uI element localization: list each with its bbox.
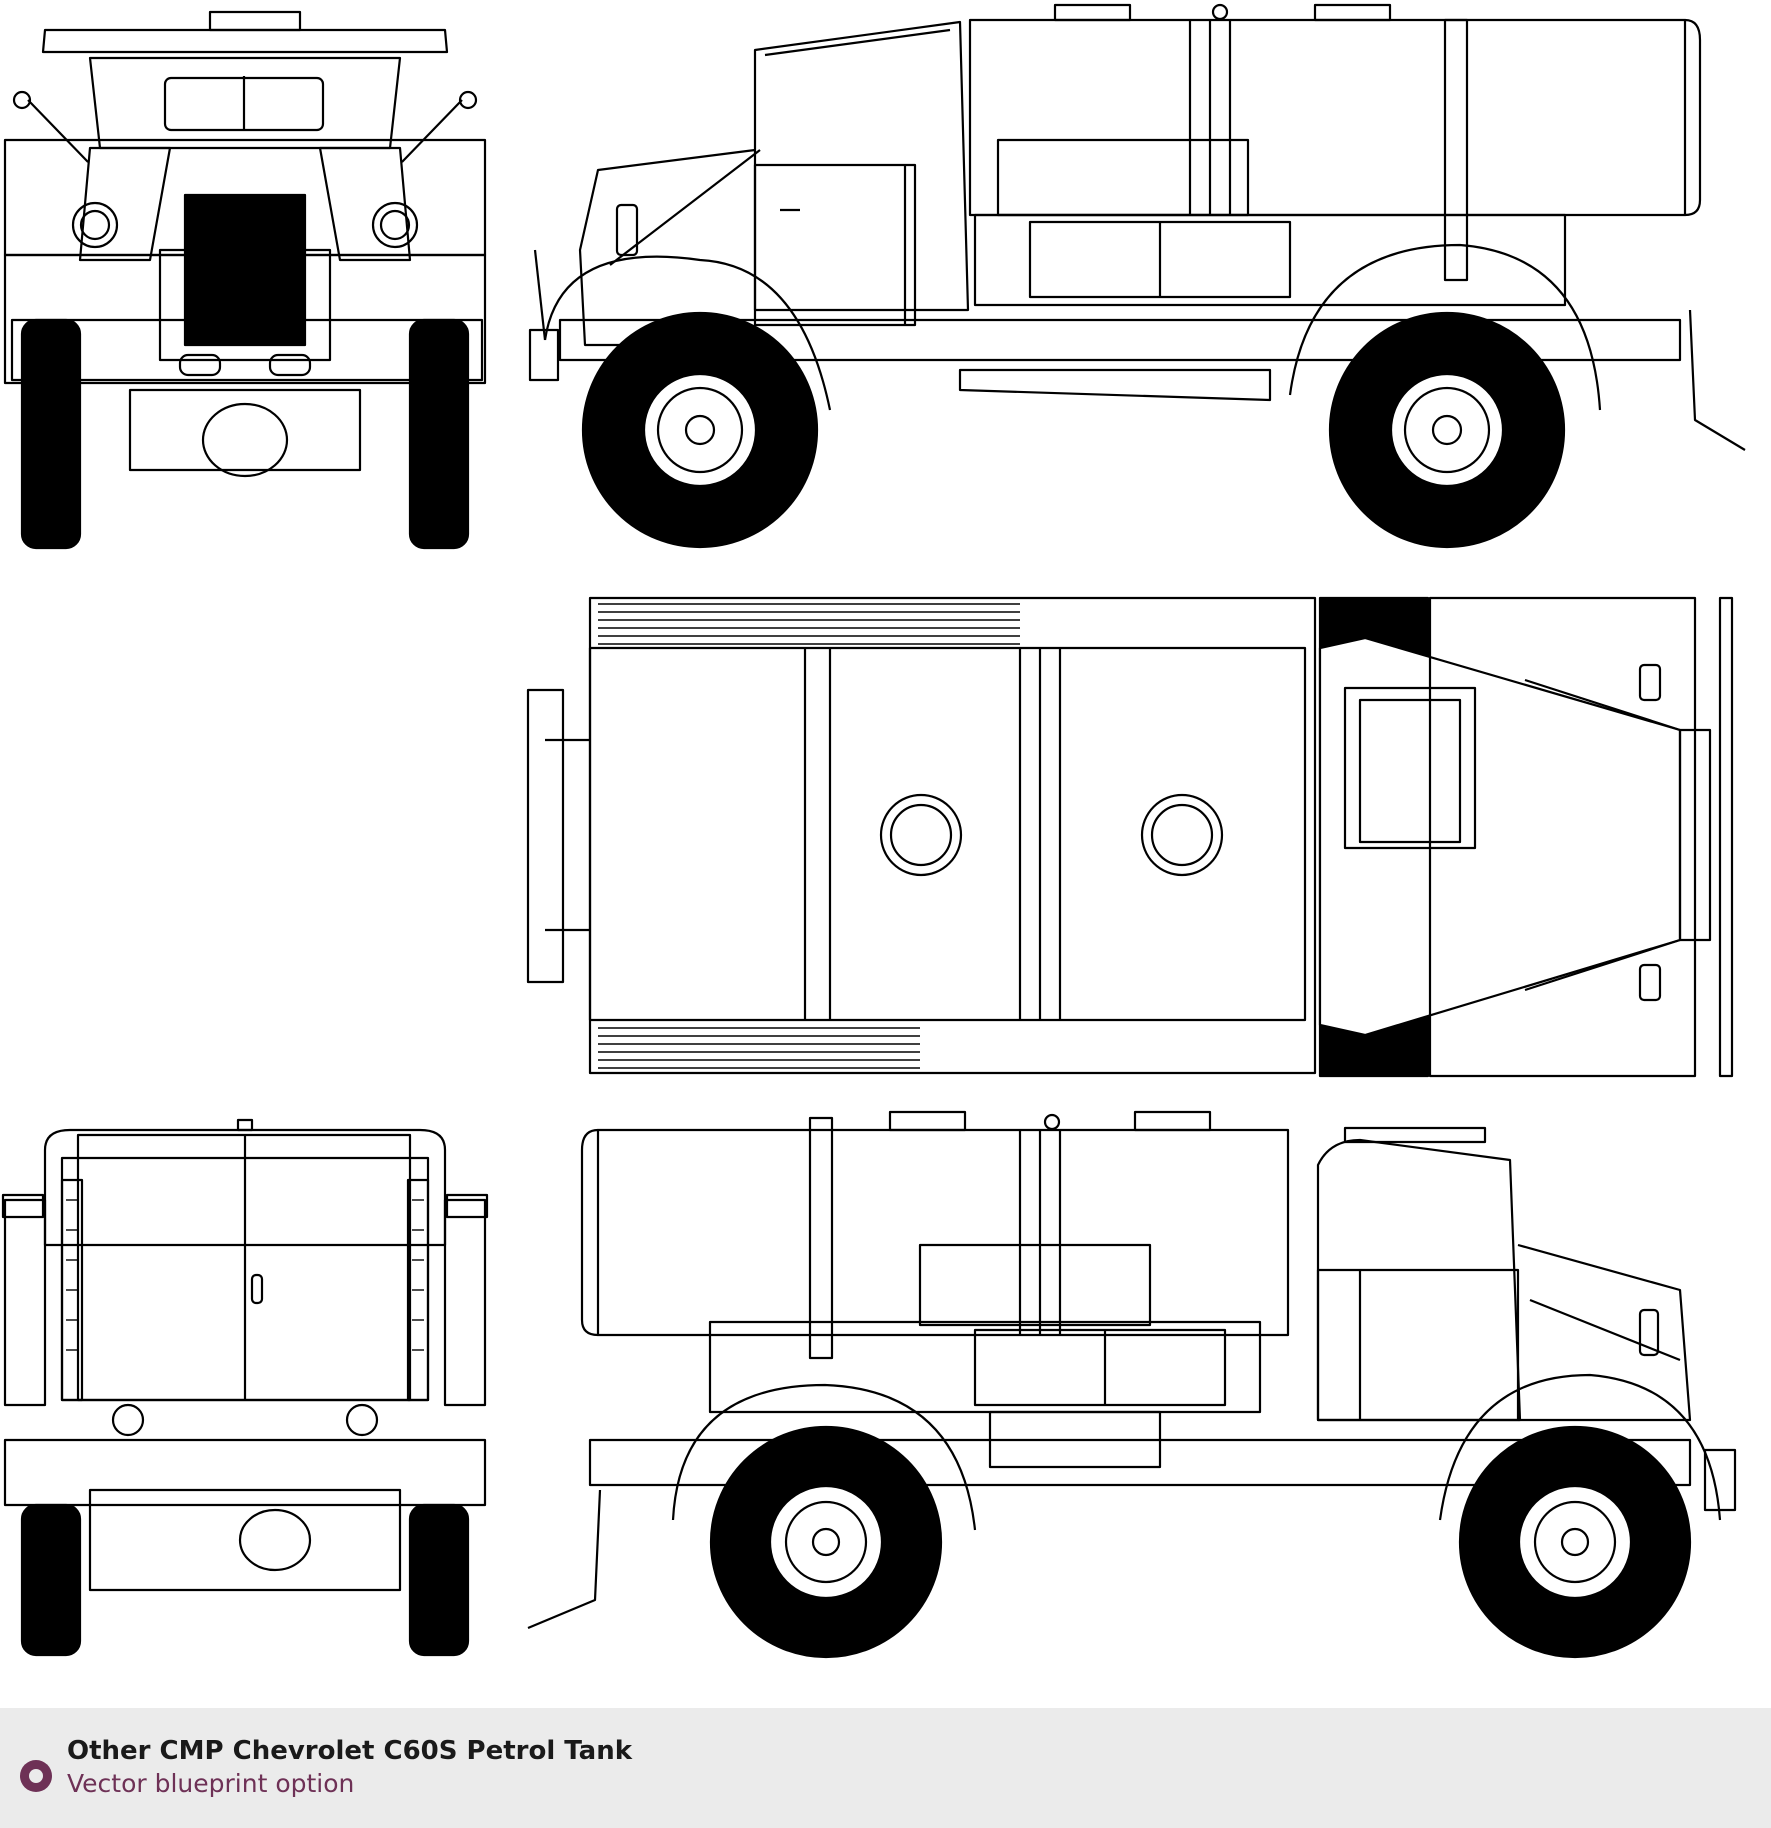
blueprint-drawing xyxy=(1,3,1746,1659)
top-view xyxy=(526,596,1734,1078)
side-view-right xyxy=(527,1110,1737,1659)
caption-bar: Other CMP Chevrolet C60S Petrol Tank Vec… xyxy=(0,1708,1771,1828)
rear-view xyxy=(1,1118,489,1657)
blueprint-subtitle: Vector blueprint option xyxy=(67,1769,355,1798)
blueprint-title: Other CMP Chevrolet C60S Petrol Tank xyxy=(67,1736,633,1766)
front-view xyxy=(3,10,487,550)
circle-logo-icon xyxy=(20,1760,52,1792)
side-view-left xyxy=(528,3,1746,549)
